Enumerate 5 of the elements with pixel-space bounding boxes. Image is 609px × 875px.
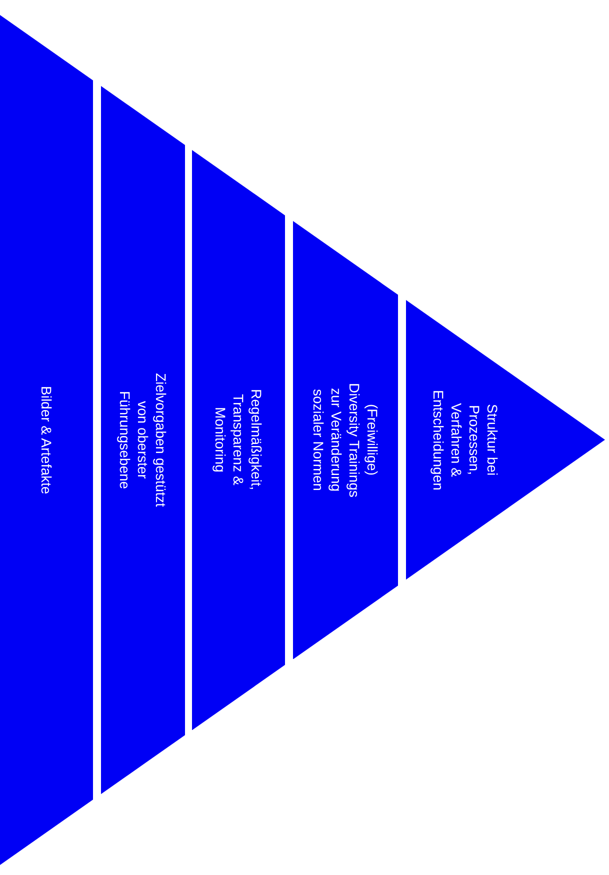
band-label: (Freiwillige) Diversity Trainings zur Veränderung sozialer Normen (310, 382, 382, 500)
band-label: Struktur bei Prozessen, Verfahren & Entscheidungen (430, 388, 502, 492)
band-label: Bilder & Artefakte (38, 386, 56, 494)
band-label: Regelmäßigkeit, Transparenz & Monitoring (212, 388, 266, 493)
band-label: Zielvorgaben gestützt von oberster Führungsebene (116, 372, 170, 509)
